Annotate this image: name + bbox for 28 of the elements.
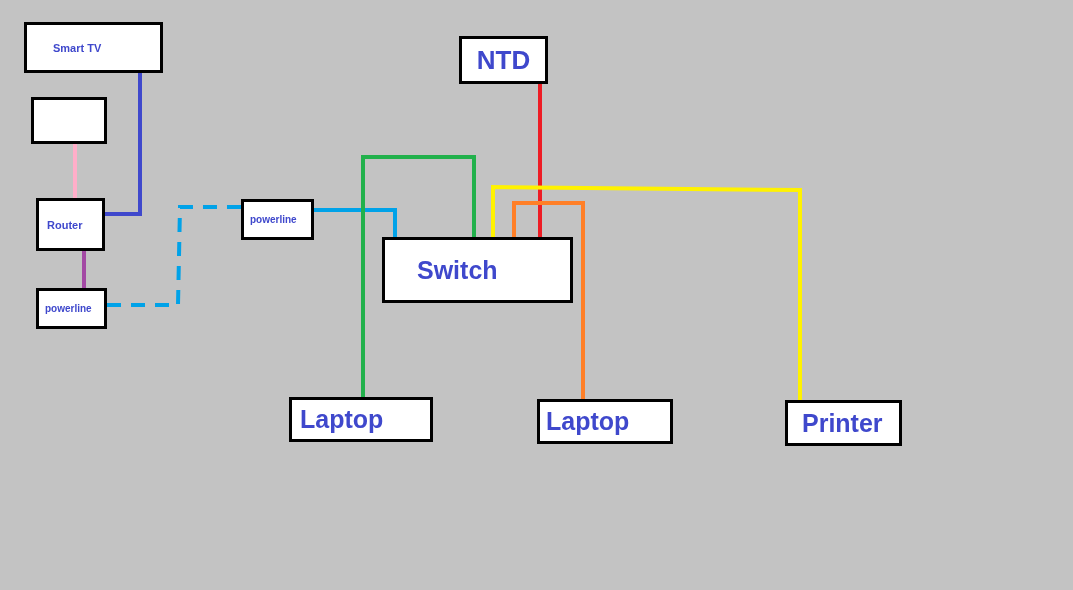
device-box [537, 399, 673, 444]
device-label: Smart TV [53, 41, 102, 54]
cable-line [538, 84, 542, 237]
device-box [31, 97, 107, 144]
device-label: Laptop [300, 405, 384, 434]
device-box [382, 237, 573, 303]
device-box [241, 199, 314, 240]
cable-line [361, 155, 476, 397]
device-box [24, 22, 163, 73]
cable-line [105, 73, 142, 216]
device-label: Laptop [546, 407, 630, 436]
device-label: powerline [45, 303, 92, 314]
device-box [36, 288, 107, 329]
device-box [785, 400, 902, 446]
cable-line [314, 208, 397, 237]
device-label: NTD [476, 44, 531, 76]
device-box [289, 397, 433, 442]
device-label: Router [47, 218, 83, 231]
device-box [459, 36, 548, 84]
device-label: Switch [417, 255, 498, 285]
cable-line [73, 144, 77, 198]
cable-line [491, 185, 802, 400]
device-label: Printer [802, 408, 883, 438]
cable-line [82, 251, 86, 288]
device-label: powerline [250, 214, 297, 225]
device-box [36, 198, 105, 251]
cable-line [512, 201, 585, 399]
cable-line [107, 205, 241, 307]
